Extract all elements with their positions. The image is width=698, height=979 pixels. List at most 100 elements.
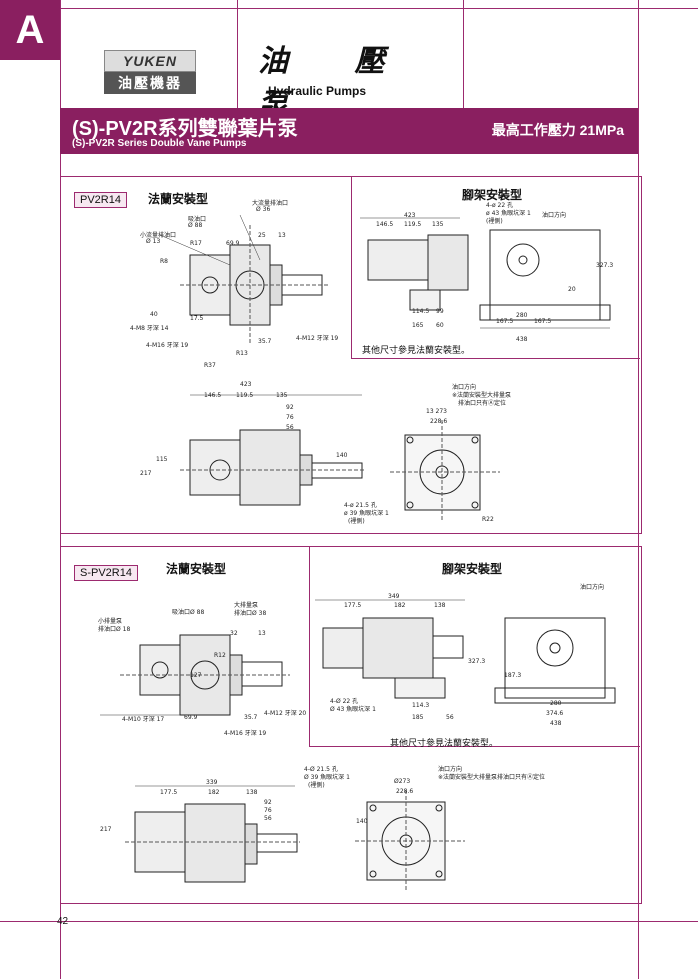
lbl-m16-2: 4-M16 牙深 19 [224, 730, 267, 737]
lbl-d135-1: 135 [276, 392, 288, 399]
model-tag-pv2r14: PV2R14 [74, 192, 127, 208]
lbl-d56-2: 56 [264, 815, 272, 822]
lbl-fd60-1: 60 [436, 322, 444, 329]
panel2-divider [309, 546, 310, 746]
lbl-d138-2: 138 [246, 789, 258, 796]
lbl-d17-1: 17.5 [190, 315, 204, 322]
lbl-outlet-dir-1: 油口方向 [542, 212, 567, 219]
lbl-m16-1: 4-M16 牙深 19 [146, 342, 189, 349]
model-tag-s-pv2r14: S-PV2R14 [74, 565, 138, 581]
right-rule [638, 0, 639, 979]
footer-rule [0, 921, 698, 922]
series-title-cn: (S)-PV2R系列雙聯葉片泵 [72, 118, 298, 140]
lbl-fd56-2: 56 [446, 714, 454, 721]
lbl-foot-counter-2: Ø 43 魚眼坑深 1 [330, 706, 376, 713]
lbl-d35-2: 35.7 [244, 714, 258, 721]
lbl-fd167b-1: 167.5 [534, 318, 552, 325]
lbl-fd20-1: 20 [568, 286, 576, 293]
lbl-fd146-1: 146.5 [376, 221, 394, 228]
flange-drawing-1 [159, 214, 330, 345]
flange-title-1: 法蘭安裝型 [148, 192, 209, 206]
flange-drawing-2 [100, 634, 290, 716]
lbl-flange-holes-1: 4-ø 21.5 孔 [344, 502, 377, 509]
lbl-d40-1: 40 [150, 311, 158, 318]
page-number: 42 [57, 916, 69, 927]
series-banner: (S)-PV2R系列雙聯葉片泵 (S)-PV2R Series Double V… [60, 108, 638, 154]
series-title-en: (S)-PV2R Series Double Vane Pumps [72, 138, 247, 149]
lbl-small-outlet-dia-1: Ø 13 [146, 238, 161, 245]
lbl-d76-2: 76 [264, 807, 272, 814]
lbl-outlet-dir-2: 油口方向 [580, 584, 605, 591]
lbl-m10-2: 4-M10 牙深 17 [122, 716, 165, 723]
top-rule [0, 8, 698, 9]
lbl-outlet-note2-2: ※法蘭安裝型大排量泵排油口只有Ⓐ定位 [438, 774, 546, 781]
lbl-d76-1: 76 [286, 414, 294, 421]
lbl-fd177-2: 177.5 [344, 602, 362, 609]
lbl-flange-counter-1: ø 39 魚眼坑深 1 [344, 510, 389, 517]
lbl-r37-1: R37 [204, 362, 216, 369]
lbl-d13-1: 13 [278, 232, 286, 239]
flange-side-2 [125, 785, 300, 883]
lbl-d56-1: 56 [286, 424, 294, 431]
lbl-d273-2: Ø273 [394, 778, 411, 785]
lbl-d217-1: 217 [140, 470, 152, 477]
lbl-inlet-dia-1: Ø 88 [188, 222, 203, 229]
lbl-fd438-1: 438 [516, 336, 528, 343]
lbl-large-outlet-2: 大排量泵 [234, 602, 259, 609]
lbl-outlet-note2-1: ※法蘭安裝型大排量泵 [452, 392, 512, 399]
lbl-inlet-1: 吸油口 [188, 216, 207, 223]
foot-title-2: 腳架安裝型 [442, 562, 503, 576]
lbl-d25-1: 25 [258, 232, 266, 239]
lbl-fd438-2: 438 [550, 720, 562, 727]
header-divider-right [463, 0, 464, 108]
lbl-foot-holes-2: 4-Ø 22 孔 [330, 698, 359, 705]
lbl-fd182-2: 182 [394, 602, 406, 609]
lbl-flange-holes-2: 4-Ø 21.5 孔 [304, 766, 338, 773]
lbl-outlet-note3-1: 排油口只有Ⓐ定位 [458, 400, 507, 407]
foot-drawing-1 [360, 217, 611, 329]
lbl-fd114-1: 114.5 [412, 308, 430, 315]
lbl-d35-1: 35.7 [258, 338, 272, 345]
lbl-m8-1: 4-M8 牙深 14 [130, 325, 169, 332]
lbl-d228-2: 228.6 [396, 788, 414, 795]
lbl-r17-1: R17 [190, 240, 202, 247]
lbl-flange-back-1: (裡側) [348, 518, 365, 525]
lbl-d92-1: 92 [286, 404, 294, 411]
flange-front-1 [390, 420, 500, 520]
flange-front-2 [355, 790, 465, 890]
lbl-fd135-1: 135 [432, 221, 444, 228]
lbl-fd167-1: 167.5 [496, 318, 514, 325]
lbl-d273-1: 13 273 [426, 408, 447, 415]
lbl-fd138-2: 138 [434, 602, 446, 609]
lbl-foot-counter-1: ø 43 魚眼坑深 1 [486, 210, 531, 217]
lbl-fd99-1: 99 [436, 308, 444, 315]
lbl-fd349-2: 349 [388, 593, 400, 600]
lbl-fd423-1: 423 [404, 212, 416, 219]
lbl-large-outlet2-2: 排油口Ø 38 [234, 610, 267, 617]
panel1-hdivider [351, 358, 640, 359]
lbl-d177-2: 177.5 [160, 789, 178, 796]
lbl-d228-1: 228.6 [430, 418, 448, 425]
lbl-fd114-2: 114.3 [412, 702, 430, 709]
lbl-large-outlet-1: 大流量排油口 [252, 200, 289, 207]
max-pressure: 最高工作壓力 21MPa [491, 122, 624, 138]
lbl-d339-2: 339 [206, 779, 218, 786]
page-subtitle: Hydraulic Pumps [268, 84, 367, 98]
lbl-d69-1: 69.9 [226, 240, 240, 247]
lbl-d127-2: 127 [190, 672, 202, 679]
flange-side-1 [180, 394, 365, 506]
foot-title-1: 腳架安裝型 [462, 188, 523, 202]
lbl-d92-2: 92 [264, 799, 272, 806]
lbl-d140-1: 140 [336, 452, 348, 459]
lbl-flange-back-2: (裡側) [308, 782, 325, 789]
lbl-fd280-1: 280 [516, 312, 528, 319]
lbl-d217-2: 217 [100, 826, 112, 833]
lbl-fd280-2: 280 [550, 700, 562, 707]
panel2-hdivider [309, 746, 640, 747]
lbl-d13-2: 13 [258, 630, 266, 637]
lbl-fd374-2: 374.6 [546, 710, 564, 717]
lbl-r12-2: R12 [214, 652, 226, 659]
foot-note-2: 其他尺寸參見法蘭安裝型。 [390, 739, 499, 749]
lbl-fd327-1: 327.3 [596, 262, 614, 269]
lbl-fd327-2: 327.3 [468, 658, 486, 665]
